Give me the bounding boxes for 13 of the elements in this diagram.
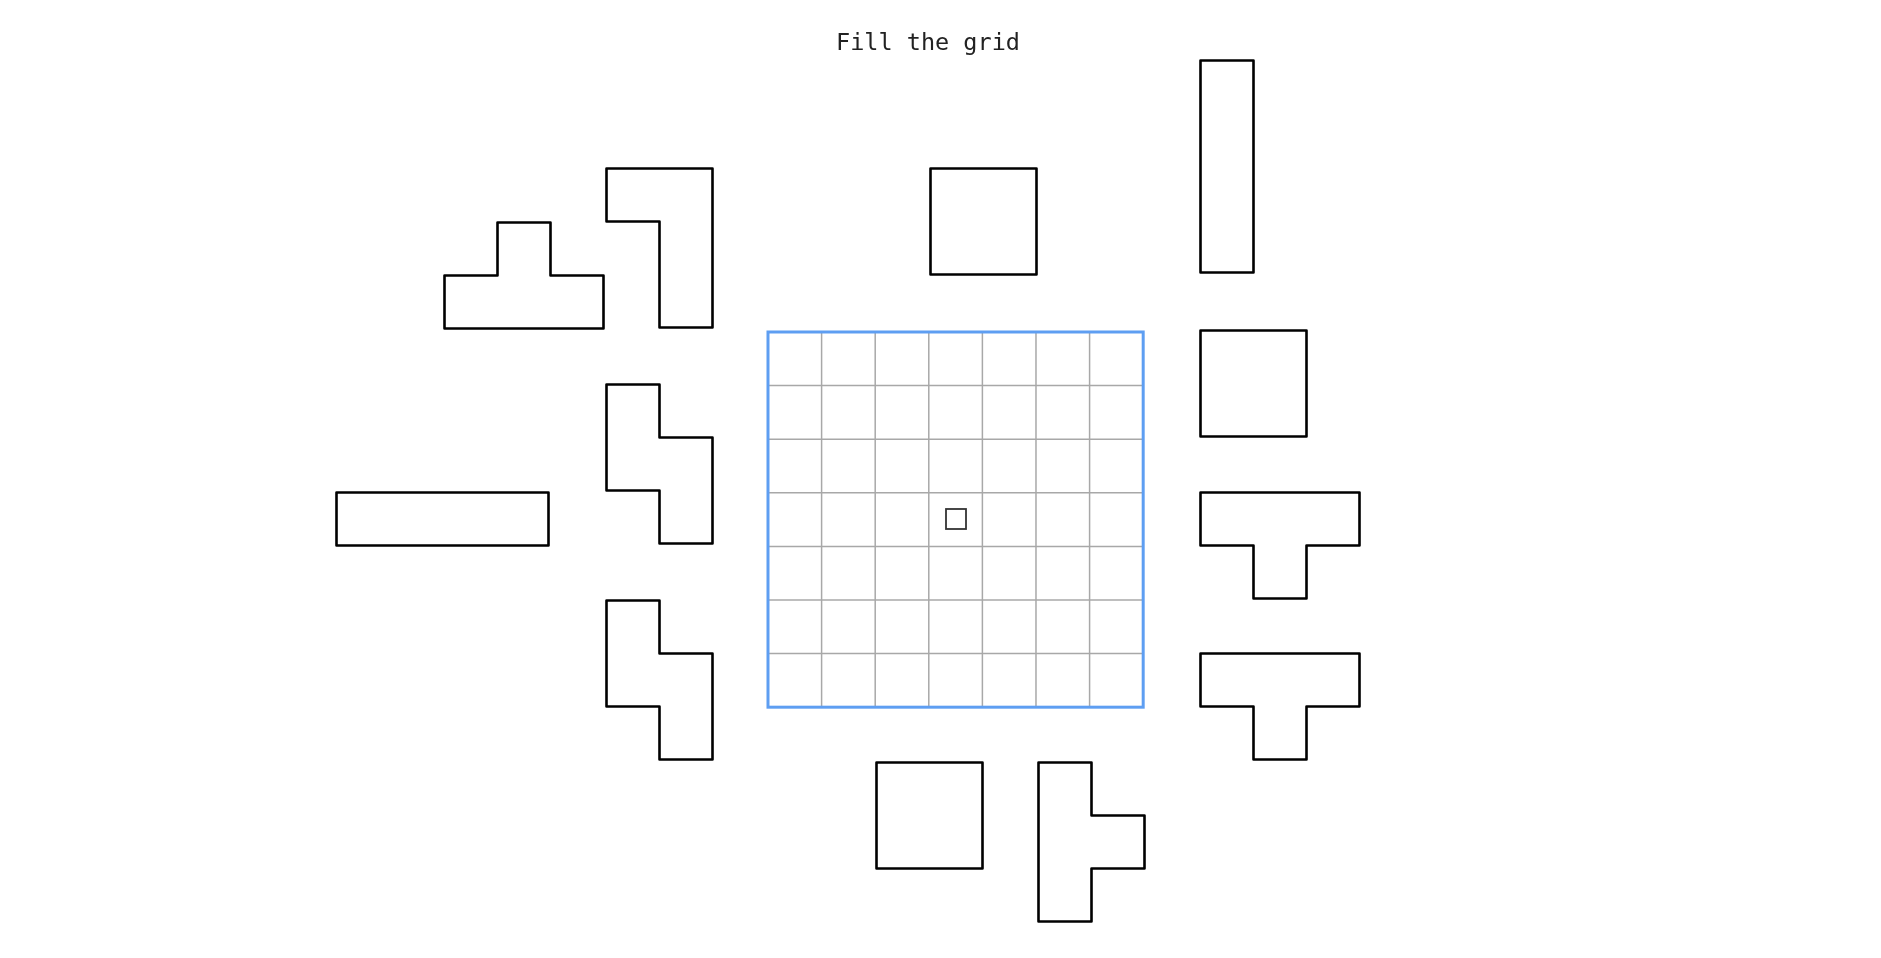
straight-piece <box>1198 58 1255 274</box>
l-shaped-piece <box>604 166 714 329</box>
t-shaped-piece <box>1036 760 1146 923</box>
t-shaped-piece <box>1198 490 1361 600</box>
title: Fill the grid <box>836 29 1020 56</box>
square-piece <box>928 166 1038 276</box>
s-shaped-piece <box>604 382 714 545</box>
square-piece <box>1198 328 1308 438</box>
straight-piece <box>334 490 550 547</box>
square-piece <box>874 760 984 870</box>
t-shaped-piece <box>1198 651 1361 761</box>
s-shaped-piece <box>604 598 714 761</box>
t-shaped-piece <box>442 220 605 330</box>
